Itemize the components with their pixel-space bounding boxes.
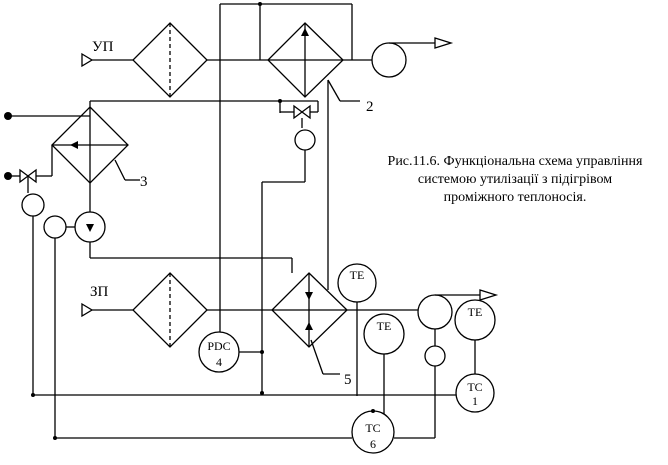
supply-filter [132,22,208,98]
leader-lines [114,79,360,375]
heating-medium-line-bottom [8,145,53,395]
junction-dots [4,2,375,440]
supply-fan [371,37,454,78]
label-heat-exchanger-5: 5 [344,372,352,388]
label-te-right: TE [468,305,483,319]
tc-1-controller [455,373,495,413]
heat-exchanger-3 [51,106,129,184]
label-exhaust-air: ЗП [90,284,109,300]
flow-arrows [70,28,313,330]
top-loop [219,3,353,332]
caption-line-2: системою утилізації з підігрівом [418,172,612,187]
te-sensor-middle [363,313,405,414]
label-pdc-number: 4 [216,355,222,369]
caption-line-1: Рис.11.6. Функціональна схема управління [388,154,643,169]
coolant-pump [74,183,293,273]
label-tc-6: TC [365,421,380,435]
exhaust-filter [132,272,208,348]
te-sensor-upper [337,263,377,396]
exhaust-sensor [424,329,446,438]
bypass-valve [261,101,319,393]
heat-exchanger-5 [271,272,348,348]
label-tc-1: TC [467,380,482,394]
caption-line-3: проміжного теплоносія. [444,190,587,205]
heating-medium-line-top [8,100,318,117]
label-tc-1-number: 1 [472,394,478,408]
pdc-4-controller [198,331,262,373]
te-sensor-right [454,299,496,374]
supply-air-line [81,52,372,68]
label-heat-exchanger-3: 3 [140,174,148,190]
label-supply-air: УП [92,39,114,55]
label-tc-6-number: 6 [370,437,376,451]
signal-lines [33,394,456,439]
label-pdc: PDC [207,339,230,353]
coolant-sensor [43,215,75,438]
label-te-upper: TE [350,268,365,282]
exhaust-air-line [81,302,418,318]
exhaust-fan [417,289,499,330]
label-heat-exchanger-2: 2 [366,99,374,115]
label-te-middle: TE [377,319,392,333]
